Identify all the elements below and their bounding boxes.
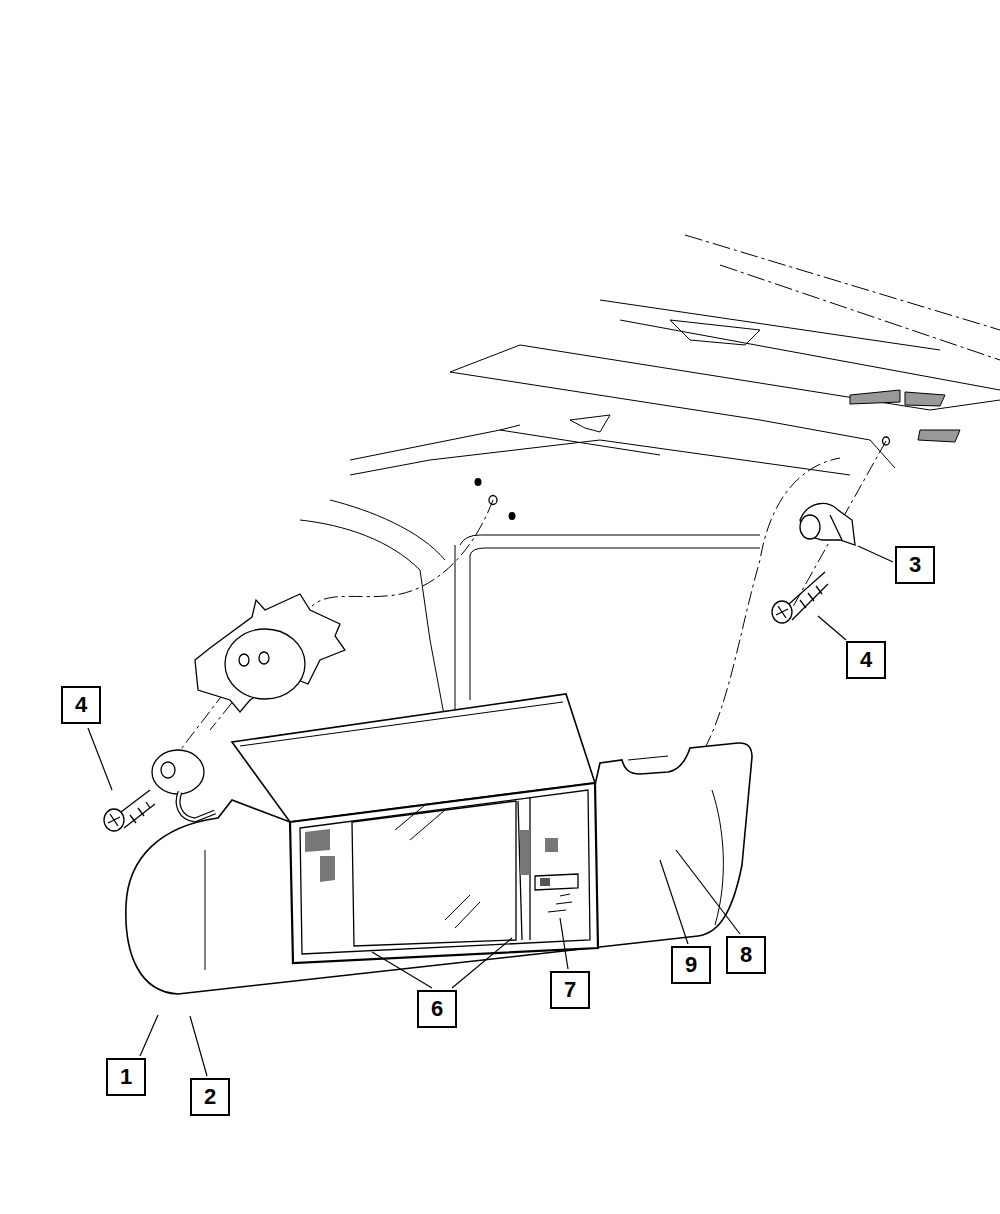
callout-box: 1 <box>106 1058 146 1096</box>
screw <box>772 572 828 623</box>
roof-structure <box>300 235 1000 730</box>
callout-box: 8 <box>726 936 766 974</box>
callout-number: 2 <box>204 1086 216 1108</box>
callout-number: 1 <box>120 1066 132 1088</box>
callout-number: 8 <box>740 944 752 966</box>
callout-number: 6 <box>431 998 443 1020</box>
callout-box: 3 <box>895 546 935 584</box>
callout-number: 4 <box>860 649 872 671</box>
callout-number: 4 <box>75 694 87 716</box>
callout-box: 4 <box>846 641 886 679</box>
callout-box: 7 <box>550 971 590 1009</box>
callout-box: 6 <box>417 990 457 1028</box>
callout-number: 3 <box>909 554 921 576</box>
screw <box>104 790 155 831</box>
callout-box: 9 <box>671 946 711 984</box>
pivot-mount <box>152 750 215 820</box>
callout-number: 9 <box>685 954 697 976</box>
leader-lines <box>88 546 893 1076</box>
callout-box: 4 <box>61 686 101 724</box>
mounting-bracket <box>195 594 345 712</box>
mirror-assembly <box>290 783 598 963</box>
callout-number: 7 <box>564 979 576 1001</box>
lid-edge <box>240 702 563 746</box>
callout-box: 2 <box>190 1078 230 1116</box>
visor-slot <box>628 756 668 760</box>
visor-clip <box>800 503 855 545</box>
